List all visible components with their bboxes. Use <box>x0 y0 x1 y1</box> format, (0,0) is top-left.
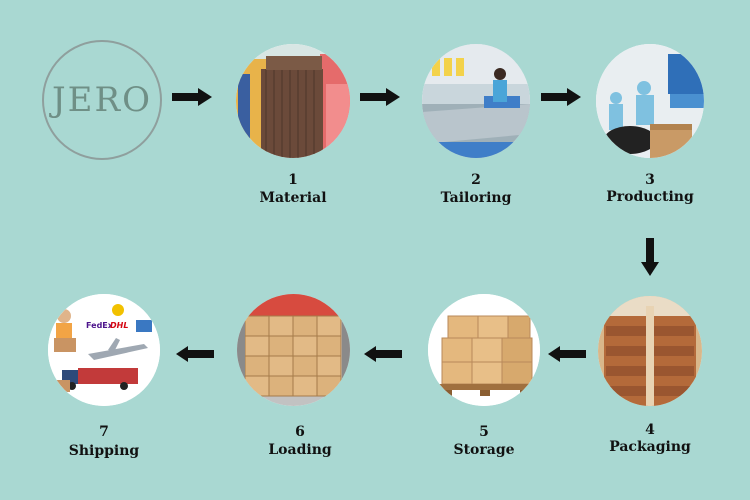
step-4-packaging-photo <box>598 296 702 406</box>
arrow-left-icon <box>176 346 214 362</box>
step-6-label: Loading <box>268 442 332 458</box>
arrow-right-icon <box>172 88 212 106</box>
arrow-down-icon <box>641 238 659 276</box>
arrow-left-icon <box>364 346 402 362</box>
step-6-loading-photo <box>237 294 350 406</box>
step-2-tailoring-photo <box>422 44 530 158</box>
step-2-label: Tailoring <box>440 190 512 206</box>
material-image <box>236 44 350 158</box>
jero-logo: JERO <box>42 40 162 160</box>
logo-text: JERO <box>52 80 152 120</box>
step-4-number: 4 <box>645 422 655 438</box>
step-7-number: 7 <box>99 424 109 440</box>
step-4-label: Packaging <box>609 439 691 455</box>
fedex-logo: FedEx <box>86 321 114 330</box>
tailoring-image <box>422 44 530 158</box>
step-6-number: 6 <box>295 424 305 440</box>
arrow-right-icon <box>541 88 581 106</box>
step-7-shipping-photo: FedEx DHL <box>48 294 160 406</box>
step-1-label: Material <box>259 190 327 206</box>
step-5-storage-photo <box>428 294 540 406</box>
step-5-label: Storage <box>453 442 515 458</box>
step-1-material-photo <box>236 44 350 158</box>
step-5-number: 5 <box>479 424 489 440</box>
step-2-number: 2 <box>471 172 481 188</box>
storage-image <box>428 294 540 406</box>
step-1-number: 1 <box>288 172 298 188</box>
dhl-logo: DHL <box>110 321 128 330</box>
step-7-label: Shipping <box>68 443 140 459</box>
producting-image <box>596 44 704 158</box>
step-3-number: 3 <box>645 172 655 188</box>
packaging-image <box>598 296 702 406</box>
arrow-right-icon <box>360 88 400 106</box>
step-3-label: Producting <box>606 189 694 205</box>
shipping-image: FedEx DHL <box>48 294 160 406</box>
step-3-producting-photo <box>596 44 704 158</box>
arrow-left-icon <box>548 346 586 362</box>
loading-image <box>237 294 350 406</box>
